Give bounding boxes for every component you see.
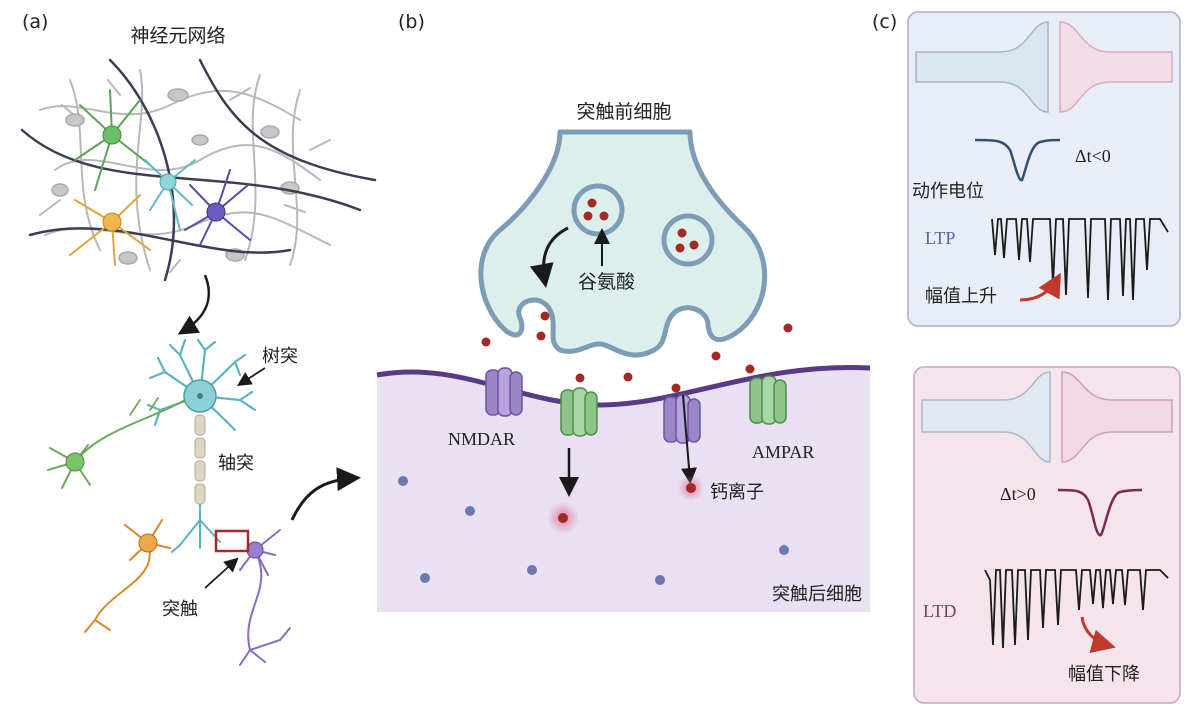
ltp-dt-label: Δt<0 bbox=[1075, 146, 1111, 166]
panel-a: (a) 神经元网络 bbox=[20, 11, 377, 666]
presynaptic-cell bbox=[478, 129, 768, 358]
action-potential-label: 动作电位 bbox=[912, 181, 984, 202]
glutamate-label: 谷氨酸 bbox=[578, 271, 635, 293]
amplitude-decrease-label: 幅值下降 bbox=[1068, 664, 1140, 685]
synapse-pointer bbox=[204, 557, 239, 589]
amplitude-increase-label: 幅值上升 bbox=[925, 286, 997, 307]
synapse-highlight-box bbox=[214, 529, 250, 553]
axon-label: 轴突 bbox=[218, 453, 254, 474]
calcium-ion bbox=[558, 513, 568, 523]
network-to-neuron-arrow bbox=[177, 274, 211, 335]
network-title: 神经元网络 bbox=[130, 25, 225, 47]
ltd-dt-label: Δt>0 bbox=[1000, 484, 1036, 504]
postsynaptic-cell bbox=[377, 367, 870, 612]
ltd-spike-train bbox=[984, 569, 1169, 649]
neural-network-illustration bbox=[20, 58, 377, 282]
glutamate-molecules bbox=[481, 311, 793, 393]
ltd-panel: Δt>0 LTD 幅值下降 bbox=[913, 366, 1181, 704]
panel-c: (c) Δt<0 动作电位 LTP 幅值上升 Δt>0 LTD 幅值下降 bbox=[872, 11, 1181, 704]
calcium-label: 钙离子 bbox=[710, 482, 764, 503]
ltp-label: LTP bbox=[925, 228, 955, 248]
influx-arrow-nmdar bbox=[681, 394, 697, 484]
dendrite-label: 树突 bbox=[262, 346, 298, 367]
amplitude-increase-arrow bbox=[1019, 272, 1061, 302]
calcium-ion bbox=[686, 483, 696, 493]
ltp-panel: Δt<0 动作电位 LTP 幅值上升 bbox=[907, 11, 1181, 327]
postsynaptic-membrane bbox=[376, 364, 871, 408]
panel-a-tag: (a) bbox=[22, 11, 48, 33]
panel-c-tag: (c) bbox=[872, 11, 897, 33]
panel-b: (b) 突触前细胞 谷氨酸 bbox=[376, 11, 871, 612]
postsynaptic-label: 突触后细胞 bbox=[772, 584, 862, 605]
presynaptic-label: 突触前细胞 bbox=[576, 101, 671, 123]
ltd-label: LTD bbox=[923, 601, 956, 621]
ampar-label: AMPAR bbox=[752, 442, 814, 462]
neuron-to-synapse-arrow bbox=[290, 467, 361, 521]
axon-myelin bbox=[194, 414, 206, 505]
ltd-action-potential bbox=[1057, 488, 1143, 537]
nmdar-receptor-left bbox=[485, 367, 523, 417]
amplitude-decrease-arrow bbox=[1080, 616, 1116, 653]
vesicle-release-arrow bbox=[529, 226, 569, 288]
synapse-label: 突触 bbox=[162, 599, 198, 620]
vesicle-left bbox=[571, 183, 625, 237]
dendrite-pointer bbox=[236, 367, 266, 386]
ltp-spike-train bbox=[991, 218, 1169, 301]
panel-b-tag: (b) bbox=[398, 11, 425, 33]
ampar-receptor-right bbox=[749, 375, 787, 425]
nmdar-receptor-right bbox=[663, 394, 701, 444]
ampar-receptor-left bbox=[560, 387, 598, 437]
vesicle-right bbox=[661, 213, 715, 267]
nmdar-label: NMDAR bbox=[448, 429, 515, 449]
blue-ions bbox=[398, 476, 789, 585]
ltp-action-potential bbox=[974, 138, 1061, 182]
